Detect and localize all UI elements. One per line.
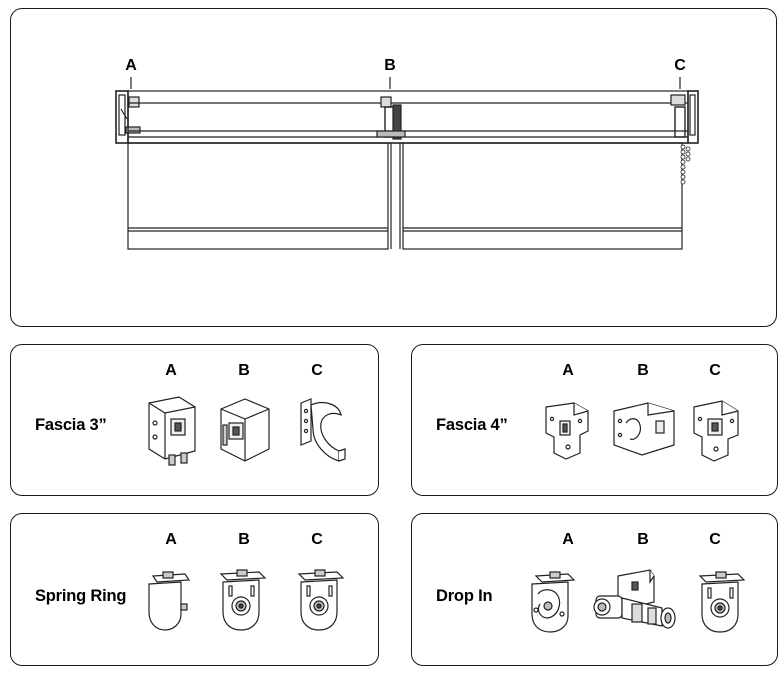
column-label-b: B [637,531,649,548]
overview-label-b: B [384,57,396,74]
panel-title: Spring Ring [35,587,127,605]
fascia-4-panel: Fascia 4” A B C [411,344,778,496]
drop-in-bracket-a-icon [524,570,580,638]
shade-overview-panel: A B C [10,8,777,327]
drop-in-bracket-c-icon [694,570,750,638]
column-label-c: C [311,362,323,379]
column-label-c: C [709,362,721,379]
spring-ring-bracket-b-icon [215,568,271,636]
fascia3-bracket-a-icon [141,393,201,469]
fascia-3-panel: Fascia 3” A B C [10,344,379,496]
spring-ring-bracket-a-icon [141,570,197,636]
column-label-c: C [709,531,721,548]
fascia3-bracket-c-icon [295,395,347,467]
column-label-a: A [562,362,574,379]
column-label-b: B [637,362,649,379]
column-label-b: B [238,531,250,548]
column-label-b: B [238,362,250,379]
spring-ring-panel: Spring Ring A B C [10,513,379,666]
overview-label-c: C [674,57,686,74]
column-label-a: A [165,362,177,379]
column-label-a: A [562,531,574,548]
panel-title: Drop In [436,587,493,605]
fascia4-bracket-c-icon [688,397,744,467]
panel-title: Fascia 3” [35,416,107,434]
spring-ring-bracket-c-icon [293,568,349,636]
column-label-c: C [311,531,323,548]
panel-title: Fascia 4” [436,416,508,434]
column-label-a: A [165,531,177,548]
drop-in-bracket-b-icon [588,562,680,642]
fascia4-bracket-a-icon [540,397,596,467]
fascia4-bracket-b-icon [608,399,680,461]
double-roller-shade-diagram [115,77,699,250]
drop-in-panel: Drop In A B C [411,513,778,666]
overview-label-a: A [125,57,137,74]
fascia3-bracket-b-icon [215,395,275,467]
